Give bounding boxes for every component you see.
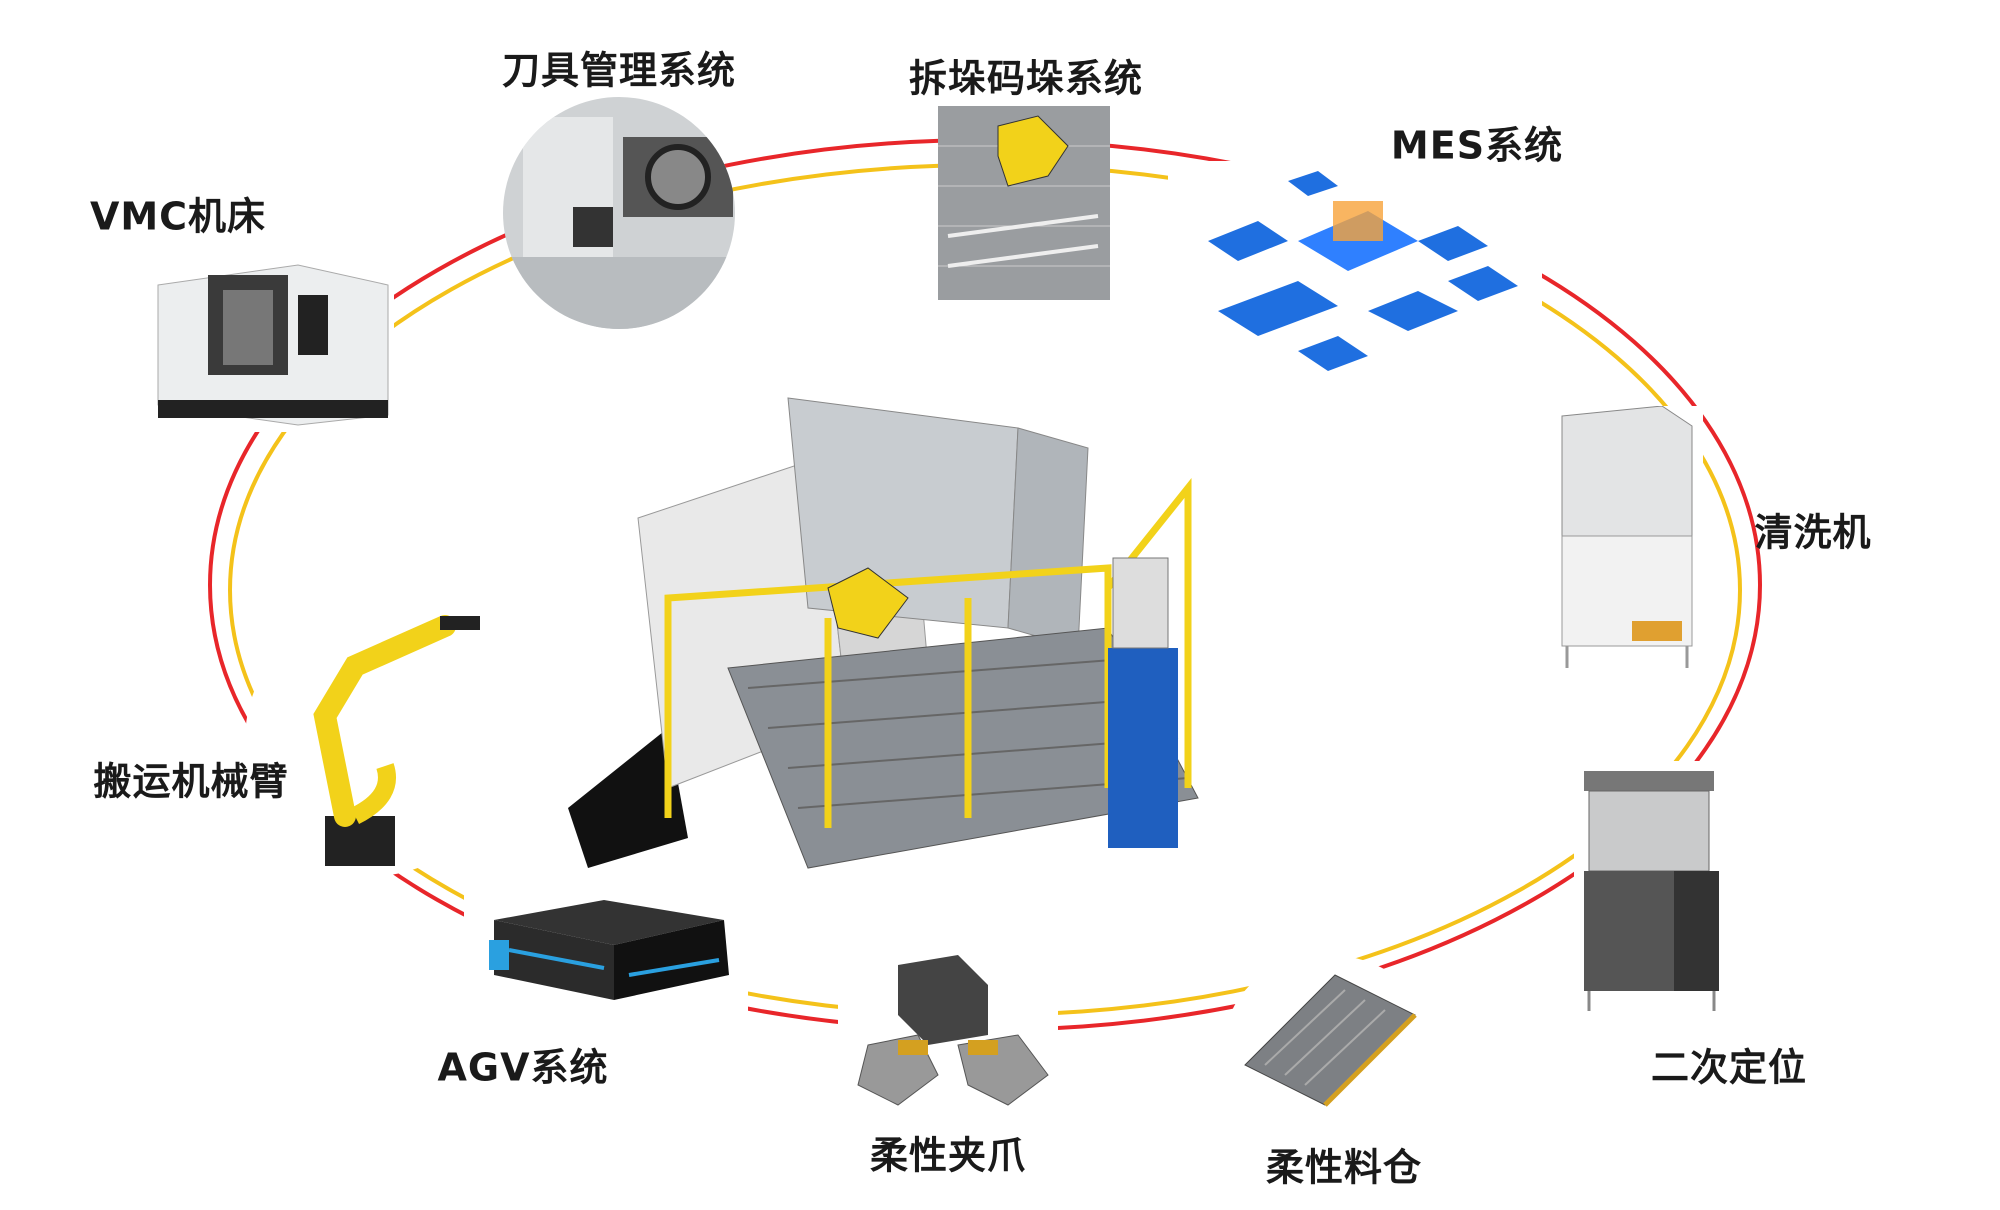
vmc-machine-image (148, 245, 394, 432)
tool-management-image (503, 97, 735, 329)
flexible-magazine-image (1225, 955, 1432, 1129)
mes-system-image (1168, 161, 1542, 393)
label-flexible-magazine: 柔性料仓 (1265, 1145, 1423, 1190)
label-vmc: VMC机床 (89, 194, 267, 239)
palletizing-image (938, 106, 1110, 300)
label-palletizing: 拆垛码垛系统 (908, 56, 1144, 101)
label-washer: 清洗机 (1754, 510, 1872, 555)
secondary-positioning-image (1574, 761, 1729, 1013)
robot-arm-image (245, 606, 503, 877)
label-agv: AGV系统 (437, 1045, 609, 1090)
label-secondary-positioning: 二次定位 (1650, 1045, 1808, 1090)
flexible-gripper-image (838, 955, 1058, 1116)
central-production-cell-image (548, 368, 1272, 898)
label-mes: MES系统 (1390, 123, 1564, 168)
washer-image (1542, 406, 1703, 671)
label-tool-management: 刀具管理系统 (501, 48, 737, 93)
agv-image (464, 890, 748, 1032)
label-robot-arm: 搬运机械臂 (93, 759, 289, 804)
label-flexible-gripper: 柔性夹爪 (869, 1133, 1027, 1178)
